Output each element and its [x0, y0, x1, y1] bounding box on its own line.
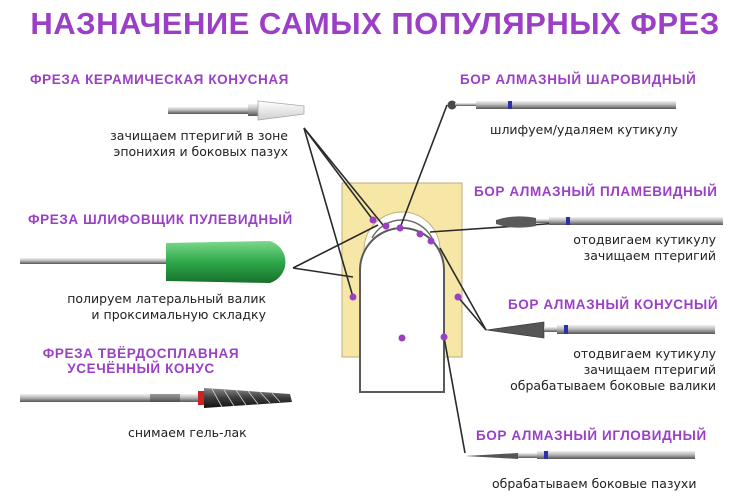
tool-name-ceramic-cone: ФРЕЗА КЕРАМИЧЕСКАЯ КОНУСНАЯ [30, 72, 289, 87]
tool-desc-diamond-ball: шлифуем/удаляем кутикулу [490, 122, 678, 137]
nail-plate [359, 227, 445, 393]
point-lateral-left [349, 293, 357, 301]
nail-bed [341, 182, 463, 358]
tool-name-diamond-flame: БОР АЛМАЗНЫЙ ПЛАМЕВИДНЫЙ [474, 184, 718, 199]
tool-desc-bullet-sander: полируем латеральный валик и проксимальн… [67, 291, 266, 322]
tool-name-diamond-needle: БОР АЛМАЗНЫЙ ИГЛОВИДНЫЙ [476, 428, 707, 443]
tool-desc-diamond-needle: обрабатываем боковые пазухи [492, 476, 697, 491]
tool-desc-carbide-cone: снимаем гель-лак [128, 425, 247, 440]
carbide-truncated-cone-bit-icon [20, 388, 292, 408]
page-title: НАЗНАЧЕНИЕ САМЫХ ПОПУЛЯРНЫХ ФРЕЗ [30, 6, 720, 41]
tool-name-diamond-cone: БОР АЛМАЗНЫЙ КОНУСНЫЙ [508, 297, 719, 312]
tool-desc-diamond-flame: отодвигаем кутикулу зачищаем птеригий [573, 232, 716, 263]
point-lateral-right [454, 293, 462, 301]
tool-name-diamond-ball: БОР АЛМАЗНЫЙ ШАРОВИДНЫЙ [460, 72, 697, 87]
ceramic-cone-bit-icon [168, 100, 305, 121]
leader-lines [292, 104, 561, 454]
tool-desc-diamond-cone: отодвигаем кутикулу зачищаем птеригий об… [510, 346, 716, 393]
point-cuticle-center [396, 224, 404, 232]
point-sidewall-right [440, 333, 448, 341]
diamond-cone-bur-icon [485, 321, 715, 339]
nail-illustration [341, 182, 463, 393]
bullet-sander-bit-icon [20, 241, 286, 283]
diamond-ball-bur-icon [447, 100, 676, 110]
cuticle-line [371, 219, 433, 239]
point-nail-plate [398, 334, 406, 342]
point-cuticle-left-inner [382, 222, 390, 230]
diamond-flame-bur-icon [496, 216, 723, 228]
point-cuticle-right [416, 230, 424, 238]
point-cuticle-right-outer [427, 237, 435, 245]
tool-name-bullet-sander: ФРЕЗА ШЛИФОВЩИК ПУЛЕВИДНЫЙ [28, 212, 293, 227]
contact-points [349, 216, 462, 342]
tool-desc-ceramic-cone: зачищаем птеригий в зоне эпонихия и боко… [110, 128, 288, 159]
diamond-needle-bur-icon [465, 451, 695, 459]
tool-name-carbide-cone: ФРЕЗА ТВЁРДОСПЛАВНАЯ УСЕЧЁННЫЙ КОНУС [42, 346, 240, 376]
point-cuticle-left [369, 216, 377, 224]
